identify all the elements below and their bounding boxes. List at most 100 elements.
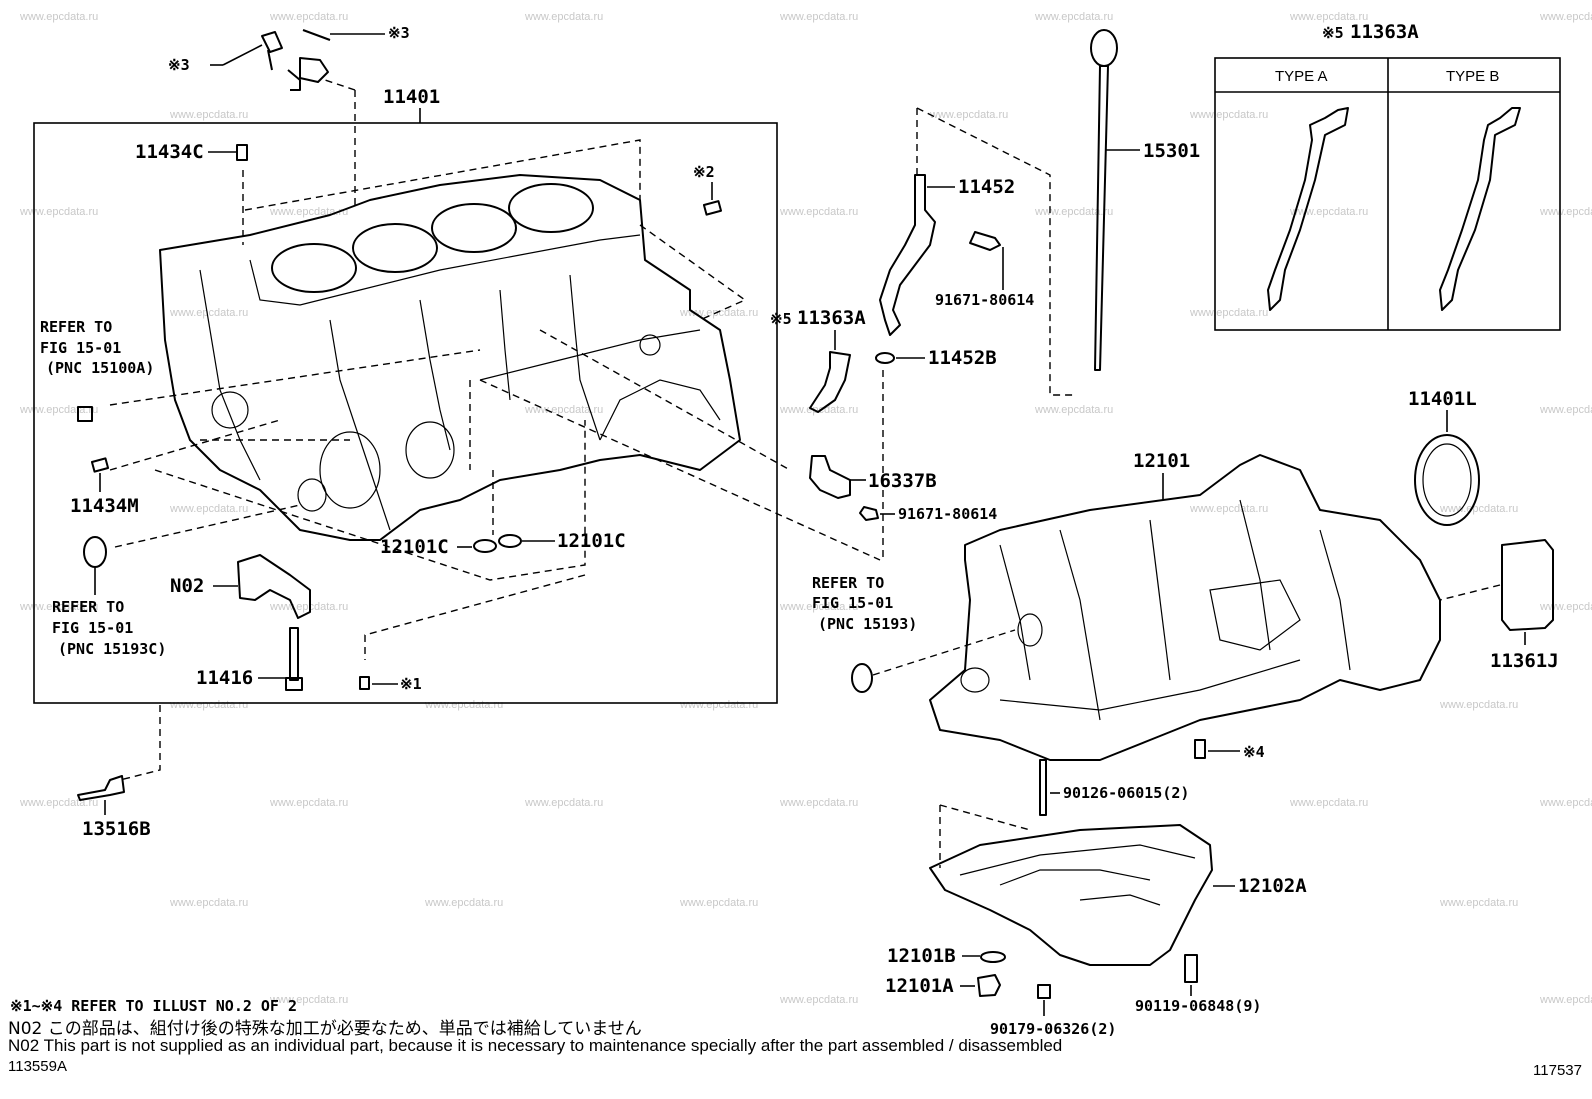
note-refer-illust: ※1~※4 REFER TO ILLUST NO.2 OF 2	[10, 997, 297, 1015]
svg-text:REFER TO: REFER TO	[40, 318, 112, 336]
type-variant-table: TYPE A TYPE B	[1214, 57, 1561, 331]
svg-text:www.epcdata.ru: www.epcdata.ru	[679, 897, 758, 909]
svg-text:www.epcdata.ru: www.epcdata.ru	[269, 601, 348, 613]
gasket-12101b	[980, 951, 1006, 963]
label-11452[interactable]: 11452	[958, 176, 1015, 198]
label-12101b[interactable]: 12101B	[887, 945, 956, 967]
svg-text:www.epcdata.ru: www.epcdata.ru	[1539, 206, 1592, 218]
svg-text:www.epcdata.ru: www.epcdata.ru	[1189, 307, 1268, 319]
block-guide-lines	[109, 90, 881, 781]
svg-text:www.epcdata.ru: www.epcdata.ru	[524, 11, 603, 23]
label-12102a[interactable]: 12102A	[1238, 875, 1307, 897]
cylinder-block-illustration	[159, 174, 741, 541]
svg-text:www.epcdata.ru: www.epcdata.ru	[679, 699, 758, 711]
label-12101c-left[interactable]: 12101C	[380, 536, 449, 558]
oil-dipstick-15301	[1094, 65, 1109, 371]
label-11434m[interactable]: 11434M	[70, 495, 139, 517]
type-b-header: TYPE B	[1446, 68, 1499, 85]
group-frame-11401	[33, 122, 778, 704]
svg-text:REFER TO: REFER TO	[812, 574, 884, 592]
svg-text:www.epcdata.ru: www.epcdata.ru	[169, 503, 248, 515]
svg-text:www.epcdata.ru: www.epcdata.ru	[424, 699, 503, 711]
label-11452b[interactable]: 11452B	[928, 347, 997, 369]
drain-plug-12101a	[977, 974, 1001, 997]
svg-text:www.epcdata.ru: www.epcdata.ru	[779, 994, 858, 1006]
ref-left-b: REFER TO FIG 15-01 (PNC 15193C)	[52, 598, 166, 658]
cover-11361j	[1501, 539, 1554, 631]
label-90119[interactable]: 90119-06848(9)	[1135, 997, 1261, 1015]
oil-pan-upper-12101	[929, 454, 1441, 761]
pin-mark-1	[359, 676, 370, 690]
svg-text:www.epcdata.ru: www.epcdata.ru	[269, 11, 348, 23]
mark-4: ※4	[1243, 743, 1265, 761]
label-12101[interactable]: 12101	[1133, 450, 1190, 472]
svg-text:www.epcdata.ru: www.epcdata.ru	[1034, 404, 1113, 416]
label-11401l[interactable]: 11401L	[1408, 388, 1477, 410]
svg-text:www.epcdata.ru: www.epcdata.ru	[19, 404, 98, 416]
top-stud-parts	[261, 29, 356, 91]
svg-text:www.epcdata.ru: www.epcdata.ru	[424, 897, 503, 909]
note-n02-english: N02 This part is not supplied as an indi…	[8, 1036, 1063, 1055]
label-11416[interactable]: 11416	[196, 667, 253, 689]
svg-text:www.epcdata.ru: www.epcdata.ru	[169, 897, 248, 909]
svg-text:www.epcdata.ru: www.epcdata.ru	[524, 404, 603, 416]
label-11363a-top[interactable]: 11363A	[1350, 21, 1419, 43]
label-n02[interactable]: N02	[170, 575, 204, 597]
svg-text:www.epcdata.ru: www.epcdata.ru	[169, 109, 248, 121]
svg-text:www.epcdata.ru: www.epcdata.ru	[1034, 11, 1113, 23]
nut-90179	[1037, 984, 1051, 999]
label-90126[interactable]: 90126-06015(2)	[1063, 784, 1189, 802]
svg-text:www.epcdata.ru: www.epcdata.ru	[19, 797, 98, 809]
bolt-91671-mid	[859, 506, 879, 521]
svg-text:www.epcdata.ru: www.epcdata.ru	[1189, 503, 1268, 515]
sensor-13516b	[77, 775, 125, 801]
bolt-11416	[289, 627, 299, 681]
svg-text:www.epcdata.ru: www.epcdata.ru	[524, 797, 603, 809]
svg-text:(PNC 15100A): (PNC 15100A)	[46, 359, 154, 377]
label-13516b[interactable]: 13516B	[82, 818, 151, 840]
bolt-91671-top	[969, 231, 1001, 251]
svg-text:www.epcdata.ru: www.epcdata.ru	[19, 601, 98, 613]
svg-text:www.epcdata.ru: www.epcdata.ru	[779, 206, 858, 218]
label-91671-mid[interactable]: 91671-80614	[898, 505, 997, 523]
label-15301[interactable]: 15301	[1143, 140, 1200, 162]
svg-text:www.epcdata.ru: www.epcdata.ru	[1439, 699, 1518, 711]
dowel-pin-11434c	[236, 144, 248, 161]
label-12101c-right[interactable]: 12101C	[557, 530, 626, 552]
svg-text:www.epcdata.ru: www.epcdata.ru	[1539, 601, 1592, 613]
label-11434c[interactable]: 11434C	[135, 141, 204, 163]
type-a-header: TYPE A	[1275, 68, 1328, 85]
label-16337b[interactable]: 16337B	[868, 470, 937, 492]
svg-text:www.epcdata.ru: www.epcdata.ru	[779, 11, 858, 23]
svg-text:www.epcdata.ru: www.epcdata.ru	[19, 11, 98, 23]
label-11401[interactable]: 11401	[383, 86, 440, 108]
mark-3-top: ※3	[388, 24, 410, 42]
sleeve-part	[77, 406, 93, 422]
label-11363a-mid[interactable]: 11363A	[797, 307, 866, 329]
bolt-90119	[1184, 954, 1198, 983]
baffle-plate-11363a	[809, 351, 851, 413]
oil-gauge-guide-11452	[879, 174, 936, 336]
label-11361j[interactable]: 11361J	[1490, 650, 1559, 672]
svg-text:www.epcdata.ru: www.epcdata.ru	[1189, 109, 1268, 121]
mark-1: ※1	[400, 675, 422, 693]
svg-text:FIG 15-01: FIG 15-01	[812, 594, 893, 612]
label-90179[interactable]: 90179-06326(2)	[990, 1020, 1116, 1038]
label-91671-top[interactable]: 91671-80614	[935, 291, 1034, 309]
bracket-16337b	[809, 455, 851, 499]
o-ring-12101c-b	[498, 534, 522, 548]
svg-text:www.epcdata.ru: www.epcdata.ru	[1439, 897, 1518, 909]
svg-text:www.epcdata.ru: www.epcdata.ru	[779, 601, 858, 613]
o-ring-12101c-a	[473, 539, 497, 553]
svg-text:www.epcdata.ru: www.epcdata.ru	[1289, 797, 1368, 809]
figure-code: 117537	[1533, 1062, 1582, 1079]
note-n02-japanese: N02 この部品は、組付け後の特殊な加工が必要なため、単品では補給していません	[8, 1019, 642, 1039]
svg-text:FIG 15-01: FIG 15-01	[52, 619, 133, 637]
watermark-layer: www.epcdata.ru www.epcdata.ru www.epcdat…	[19, 11, 1592, 1006]
svg-text:www.epcdata.ru: www.epcdata.ru	[269, 797, 348, 809]
pin-mark-2	[702, 200, 723, 216]
svg-text:www.epcdata.ru: www.epcdata.ru	[1539, 797, 1592, 809]
label-12101a[interactable]: 12101A	[885, 975, 954, 997]
baffle-type-b	[1439, 107, 1521, 311]
svg-text:www.epcdata.ru: www.epcdata.ru	[269, 994, 348, 1006]
